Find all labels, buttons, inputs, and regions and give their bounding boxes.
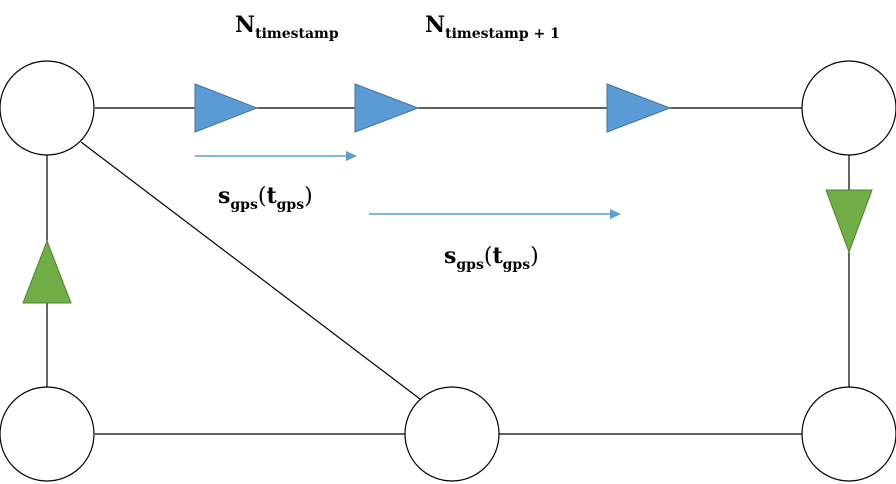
gps-arrow-1-head	[346, 151, 357, 161]
label-s-gps-1-t-sub: gps	[276, 197, 305, 213]
node-top-left	[0, 60, 95, 156]
label-s-gps-2-close: )	[530, 244, 539, 269]
direction-triangle-down	[825, 189, 873, 254]
direction-triangle-1	[194, 83, 259, 133]
label-s-gps-1-open: (	[257, 184, 267, 209]
label-n-timestamp: Ntimestamp	[235, 12, 339, 42]
label-s-gps-1-close: )	[304, 184, 313, 209]
direction-triangle-2	[354, 83, 420, 133]
label-s-gps-2-s-sub: gps	[456, 257, 484, 273]
label-s-gps-2-t-sub: gps	[502, 257, 531, 273]
label-s-gps-1-s-sub: gps	[230, 197, 258, 213]
edges	[46, 107, 850, 435]
edge-diagonal	[80, 141, 421, 400]
node-top-right	[801, 60, 896, 156]
label-s-gps-2: sgps(tgps)	[444, 243, 539, 273]
label-n-timestamp-plus-1-sub: timestamp + 1	[445, 26, 560, 42]
gps-arrow-2-head	[610, 209, 621, 219]
label-n-timestamp-plus-1: Ntimestamp + 1	[425, 12, 560, 42]
label-s-gps-1-t: t	[266, 183, 277, 209]
direction-triangle-3	[606, 83, 672, 133]
node-bottom-left	[0, 386, 95, 482]
label-s-gps-1: sgps(tgps)	[218, 183, 313, 213]
nodes	[0, 60, 896, 482]
label-s-gps-2-t: t	[492, 243, 503, 269]
green-direction-markers	[22, 189, 873, 304]
label-s-gps-2-s: s	[444, 243, 457, 269]
label-s-gps-2-open: (	[483, 244, 493, 269]
label-n-timestamp-sub: timestamp	[255, 26, 339, 42]
label-n-timestamp-plus-1-main: N	[425, 12, 446, 38]
node-bottom-right	[801, 386, 896, 482]
label-s-gps-1-s: s	[218, 183, 231, 209]
direction-triangle-up	[22, 239, 72, 304]
blue-direction-markers	[194, 83, 672, 133]
gps-arrows	[195, 151, 621, 219]
label-n-timestamp-main: N	[235, 12, 256, 38]
node-bottom-middle	[404, 386, 500, 482]
